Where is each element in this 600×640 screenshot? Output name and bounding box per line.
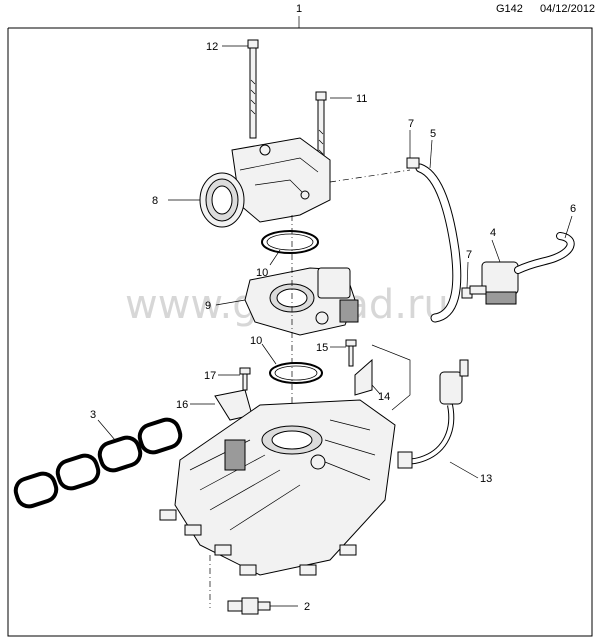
- callout-12: 12: [206, 41, 218, 53]
- valve-4: [469, 261, 519, 305]
- callout-4: 4: [490, 227, 496, 239]
- callout-9: 9: [205, 300, 211, 312]
- throttle-body-9: [244, 267, 359, 336]
- temp-sensor-2: [227, 597, 271, 615]
- bracket-14: [354, 358, 373, 396]
- assembly-number: 1: [296, 3, 303, 15]
- hose-axis: [329, 169, 411, 183]
- bolt-12: [247, 39, 259, 139]
- sensor-13: [397, 359, 469, 469]
- callout-7-lower: 7: [466, 249, 472, 261]
- diagram-frame: [7, 27, 593, 637]
- gasket-10-upper: [261, 230, 319, 254]
- callout-3: 3: [90, 409, 96, 421]
- bolt-11: [315, 91, 327, 181]
- callout-13: 13: [480, 473, 492, 485]
- callout-labels: 2 3 4 5 6 7 7 8 9 10 10 11 12 13 14 15 1…: [90, 41, 576, 613]
- callout-14: 14: [378, 391, 390, 403]
- callout-2: 2: [304, 601, 310, 613]
- screw-17-shank: [242, 373, 248, 391]
- screw-15-head: [345, 339, 357, 347]
- callout-17: 17: [204, 370, 216, 382]
- diagram-date: 04/12/2012: [540, 3, 596, 15]
- callout-5: 5: [430, 128, 436, 140]
- callout-11: 11: [356, 93, 367, 105]
- screw-15-shank: [348, 345, 354, 367]
- screw-17-head: [239, 367, 251, 375]
- callout-10-upper: 10: [256, 267, 268, 279]
- intake-gasket-3: [13, 417, 183, 509]
- clamp-7-upper: [406, 157, 420, 169]
- callout-15: 15: [316, 342, 328, 354]
- callout-7-upper: 7: [408, 118, 414, 130]
- callout-10-lower: 10: [250, 335, 262, 347]
- intake-manifold: [159, 399, 396, 576]
- callout-8: 8: [152, 195, 158, 207]
- callout-6: 6: [570, 203, 576, 215]
- gasket-10-lower: [269, 362, 323, 384]
- callout-16: 16: [176, 399, 188, 411]
- leader-lines: [97, 45, 573, 607]
- air-inlet-housing-8: [199, 137, 331, 228]
- diagram-code: G142: [496, 3, 523, 15]
